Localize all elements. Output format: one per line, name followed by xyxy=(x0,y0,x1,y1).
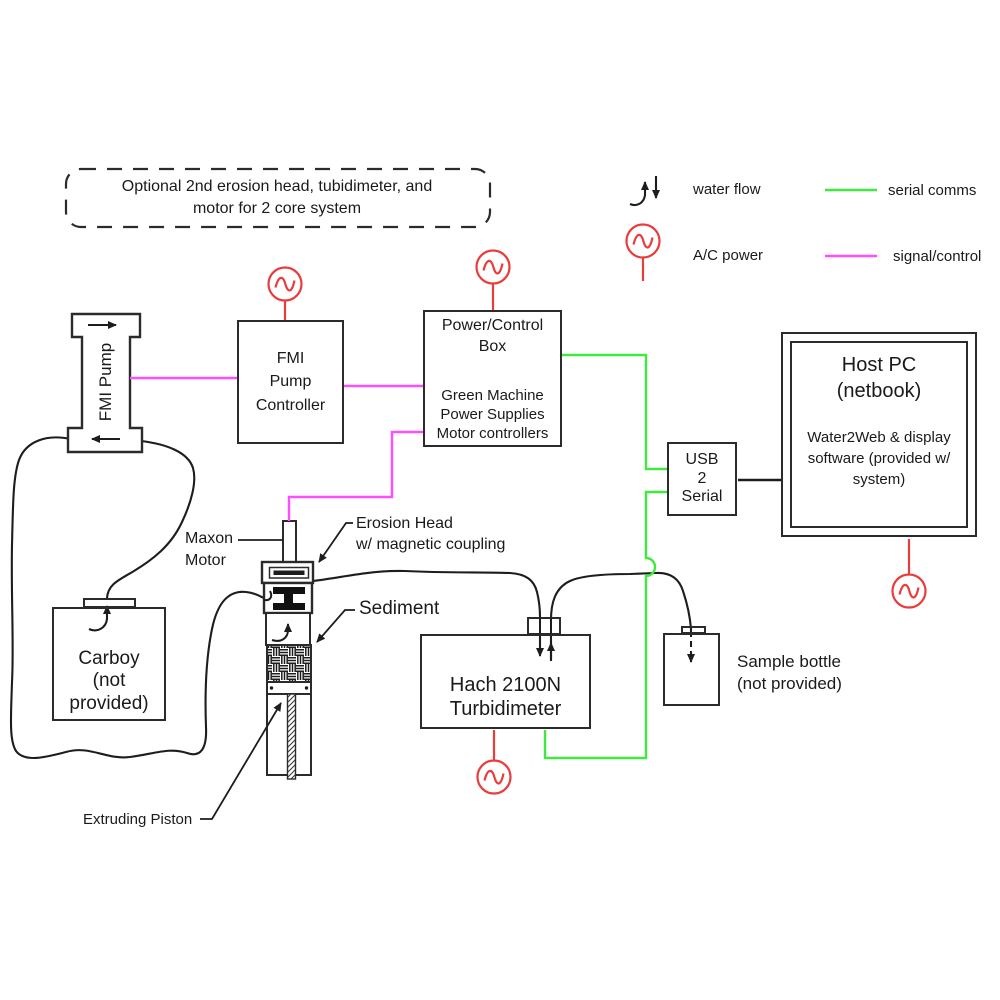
usb-serial-label: USB 2 Serial xyxy=(681,450,723,506)
usb-serial-box xyxy=(667,442,737,516)
magnet-ibeam xyxy=(273,587,305,610)
ac-power-icon xyxy=(476,759,512,795)
ac-power-icon xyxy=(475,249,511,285)
extruding-piston-leader xyxy=(200,702,282,820)
maxon-motor-label: Maxon Motor xyxy=(185,530,234,569)
host-pc-inner-box xyxy=(790,341,968,528)
sample-bottle-label: Sample bottle (not provided) xyxy=(737,652,842,694)
erosion-head-box xyxy=(260,560,315,585)
ac-power-icon xyxy=(625,223,661,259)
maxon-motor-shaft xyxy=(282,520,297,564)
fmi-pump-label: FMI Pump xyxy=(96,342,115,422)
sediment-leader xyxy=(316,609,355,643)
core-assembly xyxy=(260,520,315,780)
host-pc-body: Water2Web & display software (provided w… xyxy=(807,429,951,488)
turbidimeter-port xyxy=(527,617,561,635)
legend-ac-power-label: A/C power xyxy=(693,247,764,264)
turbidimeter-label: Hach 2100N Turbidimeter xyxy=(449,674,562,720)
erosion-head-label: Erosion Head w/ magnetic coupling xyxy=(356,515,506,553)
extruding-piston-label: Extruding Piston xyxy=(83,811,193,828)
optional-note-text: Optional 2nd erosion head, tubidimeter, … xyxy=(121,177,433,217)
sediment-section xyxy=(266,644,312,683)
fmi-pump-controller-label: FMI Pump Controller xyxy=(255,350,326,414)
power-box-body: Green Machine Power Supplies Motor contr… xyxy=(436,387,549,443)
host-pc-title: Host PC (netbook) xyxy=(836,354,922,402)
carboy-label: Carboy (not provided) xyxy=(69,647,149,714)
sediment-label: Sediment xyxy=(359,598,440,619)
water-section xyxy=(265,612,311,646)
piston-rod xyxy=(286,693,297,780)
optional-note: Optional 2nd erosion head, tubidimeter, … xyxy=(65,170,489,226)
core-tube xyxy=(266,693,312,776)
host-pc-outer-box xyxy=(781,332,977,537)
ac-power-icon xyxy=(891,573,927,609)
legend-water-flow-label: water flow xyxy=(693,181,761,198)
power-control-box xyxy=(423,310,562,447)
piston-plate xyxy=(266,681,312,695)
ac-power-icon xyxy=(267,266,303,302)
legend-signal-control-label: signal/control xyxy=(893,248,982,265)
power-box-title: Power/Control Box xyxy=(441,317,544,355)
erosion-head-leader xyxy=(318,522,353,563)
magnetic-coupling-box xyxy=(262,581,314,615)
water-flow-icon xyxy=(629,176,660,207)
sample-bottle-box xyxy=(663,633,720,706)
legend-serial-comms-label: serial comms xyxy=(888,182,977,199)
